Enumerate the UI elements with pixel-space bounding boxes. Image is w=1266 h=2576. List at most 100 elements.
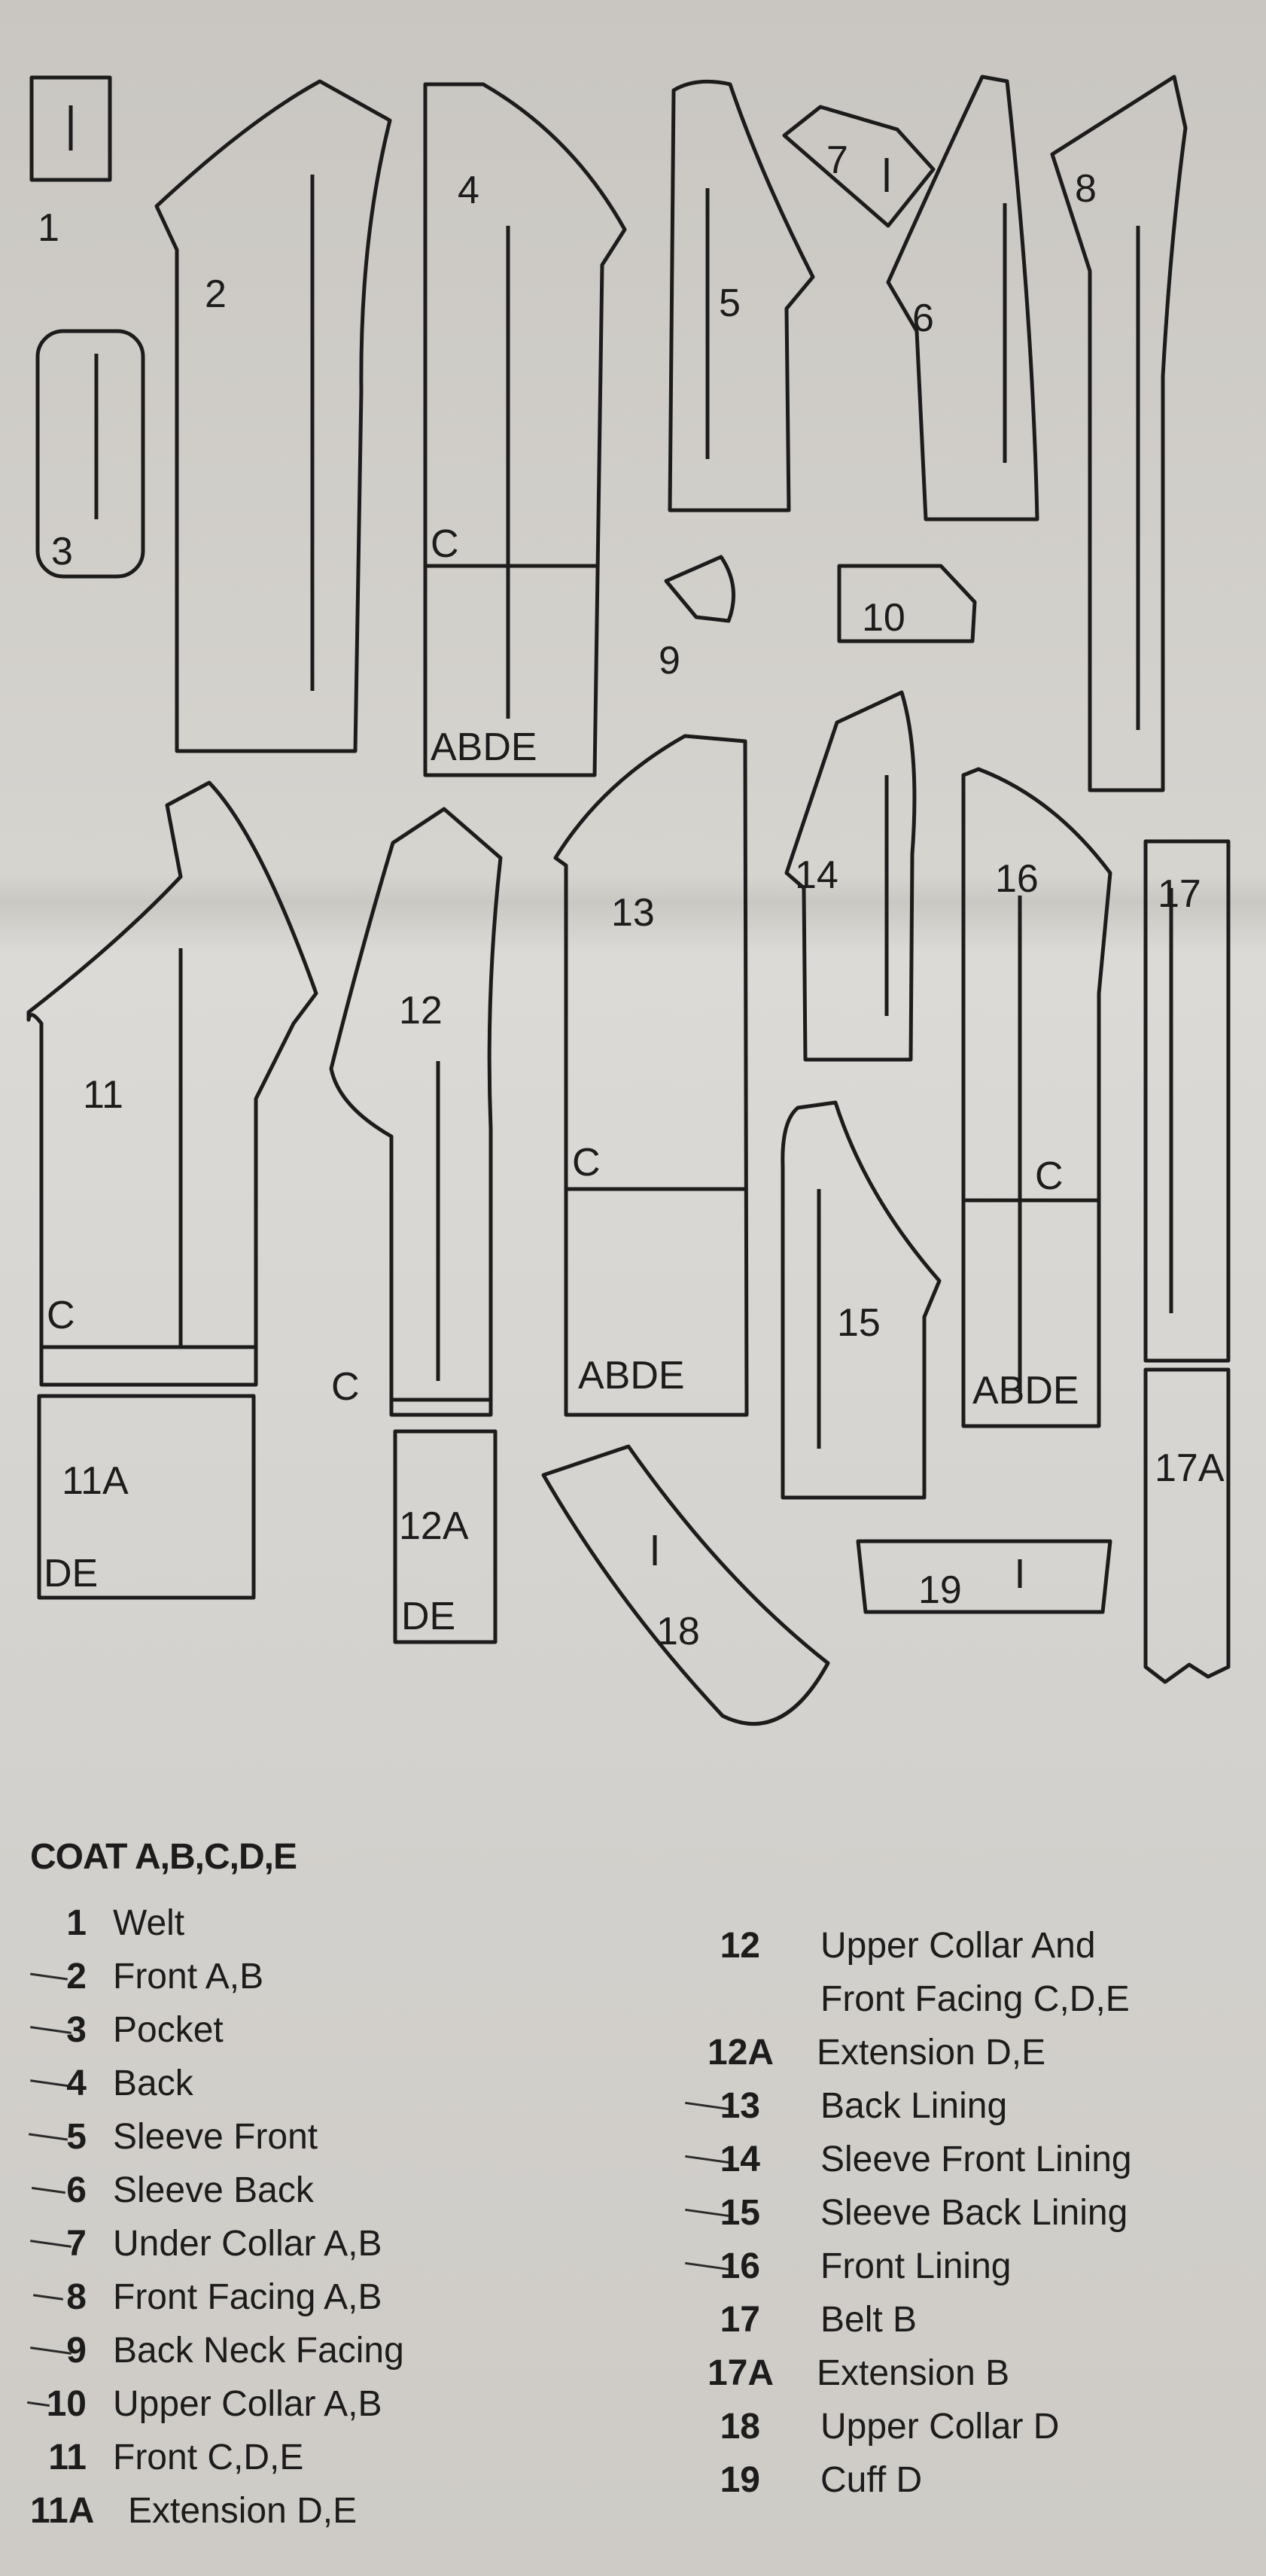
piece-11-label: 11 [83,1073,123,1117]
piece-17a-label: 17A [1155,1446,1225,1490]
piece-12a-sub: DE [401,1595,455,1638]
legend-num: 11A [30,2491,95,2531]
piece-12-sub: C [331,1365,360,1409]
legend-num: 15 [720,2193,760,2233]
legend-item: 3 Pocket [0,2003,617,2057]
legend-num: 1 [66,1903,87,1943]
legend-item: 17A Extension B [647,2346,1266,2400]
legend-num: 17A [708,2353,775,2393]
piece-1-label: 1 [38,206,59,250]
legend-item: 10 Upper Collar A,B [0,2377,617,2431]
piece-15-sleeve-back-lining: 15 [781,1100,942,1500]
legend-name: Pocket [113,2010,224,2050]
legend-name: Welt [113,1903,185,1943]
piece-15-label: 15 [837,1301,881,1345]
legend-name: Sleeve Front [113,2117,318,2157]
legend-item: 13 Back Lining [647,2079,1266,2133]
piece-11-front: 11 C [26,780,318,1387]
piece-5-sleeve-front: 5 [668,79,815,512]
legend-num: 16 [720,2246,760,2286]
piece-9-label: 9 [659,639,680,683]
legend-num: 13 [720,2086,760,2126]
piece-12-upper-collar-front-facing: 12 C [329,807,503,1417]
piece-14-sleeve-front-lining: 14 [784,690,917,1062]
piece-13-label: 13 [611,891,655,935]
legend-title: COAT A,B,C,D,E [30,1837,297,1877]
legend-right-column: 12 Upper Collar And Front Facing C,D,E 12… [647,1919,1266,2507]
legend-num: 3 [66,2010,87,2050]
legend-num: 5 [66,2117,87,2157]
legend-item: 17 Belt B [647,2293,1266,2346]
legend-name: Upper Collar D [820,2407,1060,2447]
piece-16-front-lining: 16 C ABDE [961,767,1112,1428]
legend-item: 11A Extension D,E [0,2484,617,2538]
legend-item: 5 Sleeve Front [0,2110,617,2164]
piece-11a-extension: 11A DE [37,1394,256,1600]
legend-item: 8 Front Facing A,B [0,2270,617,2324]
piece-4-label: 4 [458,169,479,212]
piece-12a-label: 12A [399,1504,469,1548]
legend-name: Back Lining [820,2086,1008,2126]
piece-7-under-collar: 7 [782,105,936,228]
legend-item: 18 Upper Collar D [647,2400,1266,2453]
piece-1-welt: 1 [29,75,112,250]
legend-num: 7 [66,2224,87,2264]
legend-num: 17 [720,2300,760,2340]
legend-name: Upper Collar And [820,1926,1096,1966]
legend-num: 14 [720,2140,760,2179]
legend-name: Front Facing C,D,E [820,1979,1130,2019]
legend-name: Extension B [817,2353,1010,2393]
legend-num: 12 [720,1926,760,1966]
legend-num: 2 [66,1957,87,1997]
legend-item: 6 Sleeve Back [0,2164,617,2217]
piece-19-cuff-d: 19 [856,1539,1112,1614]
legend-num: 9 [66,2331,87,2371]
pattern-pieces-diagram: 1 2 3 4 C ABDE 5 6 7 [26,75,1231,1726]
piece-10-upper-collar: 10 [837,564,977,643]
piece-13-sub-top: C [572,1141,601,1185]
piece-7-label: 7 [826,138,848,182]
legend-num: 6 [66,2170,87,2210]
legend-num: 8 [66,2277,87,2317]
legend-name: Belt B [820,2300,918,2340]
legend-name: Back Neck Facing [113,2331,404,2371]
piece-4-back: 4 C ABDE [423,82,627,777]
piece-19-label: 19 [918,1568,962,1612]
piece-3-label: 3 [51,530,73,573]
piece-9-back-neck-facing: 9 [659,555,736,683]
piece-16-sub-bottom: ABDE [972,1369,1079,1413]
legend-num: 18 [720,2407,760,2447]
piece-11a-sub: DE [44,1552,98,1595]
legend-num: 4 [66,2064,87,2103]
piece-12-label: 12 [399,989,443,1033]
piece-16-sub-top: C [1035,1154,1064,1198]
piece-13-sub-bottom: ABDE [578,1354,685,1397]
legend-num: 19 [720,2460,760,2500]
piece-2-front: 2 [154,79,392,753]
piece-13-back-lining: 13 C ABDE [553,734,749,1417]
piece-4-sub-top: C [431,522,459,566]
piece-12a-extension: 12A DE [393,1429,498,1644]
piece-16-label: 16 [995,857,1039,901]
legend-name: Extension D,E [128,2491,358,2531]
legend-num: 10 [46,2384,87,2424]
piece-17-label: 17 [1158,872,1201,916]
legend-name: Front Facing A,B [113,2277,382,2317]
legend-name: Front C,D,E [113,2438,304,2477]
piece-4-sub-bottom: ABDE [431,725,537,769]
piece-10-label: 10 [862,596,905,640]
piece-5-label: 5 [719,281,741,325]
legend-name: Sleeve Back [113,2170,314,2210]
piece-14-label: 14 [795,853,838,897]
legend-name: Upper Collar A,B [113,2384,382,2424]
piece-17-belt: 17 [1143,839,1231,1363]
piece-18-upper-collar-d: 18 [541,1444,830,1726]
legend-item: 1 Welt [0,1896,617,1950]
piece-6-sleeve-back: 6 [886,75,1039,522]
